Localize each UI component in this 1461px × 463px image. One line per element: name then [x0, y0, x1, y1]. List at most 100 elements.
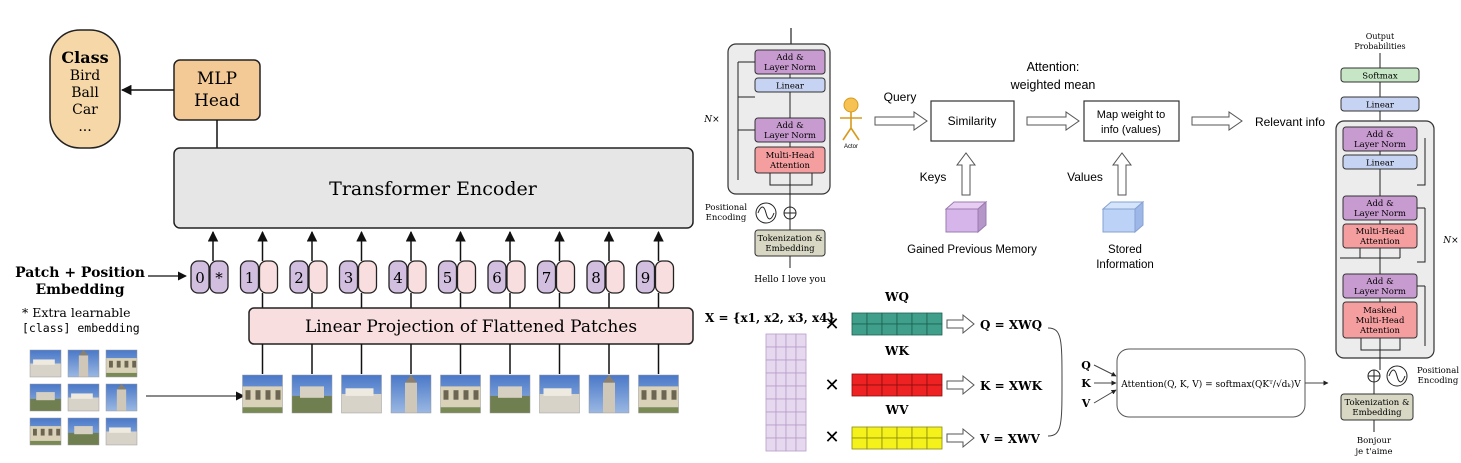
softmax-label: Softmax	[1362, 72, 1398, 82]
position-token	[190, 260, 210, 294]
x-definition: X = {x1, x2, x3, x4}	[705, 311, 835, 325]
matrix-cell	[926, 312, 943, 325]
decoder-positional-label: Positional	[1417, 366, 1459, 376]
matrix-cell	[881, 373, 898, 386]
mlp-head-label: MLP	[197, 69, 237, 89]
matrix-cell	[765, 437, 777, 452]
sine-wave-icon	[757, 206, 775, 220]
add-norm-label: Layer Norm	[764, 131, 816, 141]
position-token-label: 8	[591, 269, 601, 287]
q-to-attention-arrow	[1093, 364, 1117, 377]
matrix-cell	[926, 323, 943, 336]
k-arrow-icon	[946, 374, 975, 396]
decoder-add-norm-label: Add &	[1365, 199, 1394, 209]
matrix-cell	[851, 437, 868, 450]
matrix-cell	[926, 373, 943, 386]
matrix-cell	[851, 312, 868, 325]
matrix-cell	[775, 372, 787, 387]
map-weight-label: Map weight to	[1097, 109, 1165, 121]
position-token	[239, 260, 260, 294]
matrix-cell	[896, 426, 913, 439]
qkv-diagram: X = {x1, x2, x3, x4} ✕ ✕ ✕ WQ WK WV Q = …	[705, 290, 1329, 452]
decoder-mha-label: Multi-Head	[1356, 227, 1405, 237]
matrix-cell	[911, 384, 928, 397]
similarity-box	[930, 100, 1015, 142]
gained-memory-label: Gained Previous Memory	[907, 244, 1037, 256]
mha-label: Multi-Head	[766, 151, 815, 161]
matrix-cell	[765, 385, 777, 400]
matrix-cell	[911, 323, 928, 336]
position-token-label: 2	[294, 269, 304, 287]
attention-title: weighted mean	[1010, 78, 1096, 92]
matrix-cell	[785, 372, 797, 387]
wv-matrix	[851, 426, 943, 450]
patch-token	[258, 260, 279, 294]
position-token-label: 1	[245, 269, 255, 287]
matrix-cell	[775, 411, 787, 426]
matrix-cell	[851, 323, 868, 336]
q-arrow-icon	[946, 313, 975, 335]
decoder-block: Output Probabilities Softmax Linear Add …	[1335, 32, 1459, 457]
matrix-cell	[911, 426, 928, 439]
matrix-cell	[785, 398, 797, 413]
linear-label: Linear	[776, 82, 805, 92]
decoder-input-text: je t'aime	[1355, 447, 1393, 457]
position-token-label: 4	[393, 269, 403, 287]
k-label: K	[1081, 377, 1091, 390]
matrix-cell	[775, 437, 787, 452]
attention-title: Attention:	[1027, 60, 1080, 74]
transformer-encoder-label: Transformer Encoder	[329, 178, 538, 200]
matrix-cell	[765, 398, 777, 413]
matrix-cell	[765, 411, 777, 426]
matrix-cell	[795, 398, 807, 413]
flattened-patches	[242, 344, 679, 414]
matrix-cell	[881, 323, 898, 336]
matrix-cell	[911, 437, 928, 450]
mha-label: Attention	[769, 161, 811, 171]
matrix-cell	[851, 384, 868, 397]
decoder-nx: N×	[1442, 236, 1458, 246]
matrix-cell	[795, 346, 807, 361]
q-label: Q	[1081, 359, 1091, 372]
class-token-mark: *	[215, 269, 223, 287]
k-equation: K = XWK	[980, 379, 1043, 393]
matrix-cell	[775, 424, 787, 439]
position-token	[536, 260, 557, 294]
class-item: Bird	[70, 68, 100, 84]
matrix-cell	[795, 424, 807, 439]
matrix-cell	[881, 312, 898, 325]
matrix-cell	[866, 312, 883, 325]
tokenization-label: Embedding	[765, 244, 815, 254]
transformer-encoder-box	[173, 147, 694, 229]
similarity-to-map-arrow-icon	[1026, 111, 1080, 131]
decoder-add-norm-label: Layer Norm	[1354, 287, 1406, 297]
times-sign: ✕	[824, 375, 839, 396]
linear-projection-box	[248, 307, 694, 345]
matrix-cell	[785, 346, 797, 361]
keys-label: Keys	[920, 170, 947, 184]
matrix-cell	[896, 323, 913, 336]
keys-arrow-icon	[956, 152, 976, 196]
position-token	[586, 260, 606, 294]
matrix-cell	[926, 437, 943, 450]
stored-label: Stored	[1108, 244, 1142, 256]
position-token-label: 5	[443, 269, 453, 287]
similarity-label: Similarity	[948, 114, 997, 128]
extra-note: * Extra learnable	[22, 305, 131, 320]
matrix-cell	[785, 411, 797, 426]
wv-label: WV	[885, 403, 909, 417]
position-token-label: 9	[641, 269, 651, 287]
patch-token	[506, 260, 526, 294]
linear-projection-label: Linear Projection of Flattened Patches	[305, 317, 637, 337]
add-circle-plus	[784, 207, 796, 219]
matrix-cell	[896, 437, 913, 450]
values-label: Values	[1067, 170, 1103, 184]
vit-diagram: Class Bird Ball Car ... MLP Head Transfo…	[15, 29, 694, 446]
encoder-block: Add & Layer Norm Linear Add & Layer Norm…	[703, 28, 831, 285]
position-token	[289, 260, 309, 294]
position-token	[338, 260, 359, 294]
matrix-cell	[881, 384, 898, 397]
matrix-cell	[775, 398, 787, 413]
matrix-cell	[765, 372, 777, 387]
